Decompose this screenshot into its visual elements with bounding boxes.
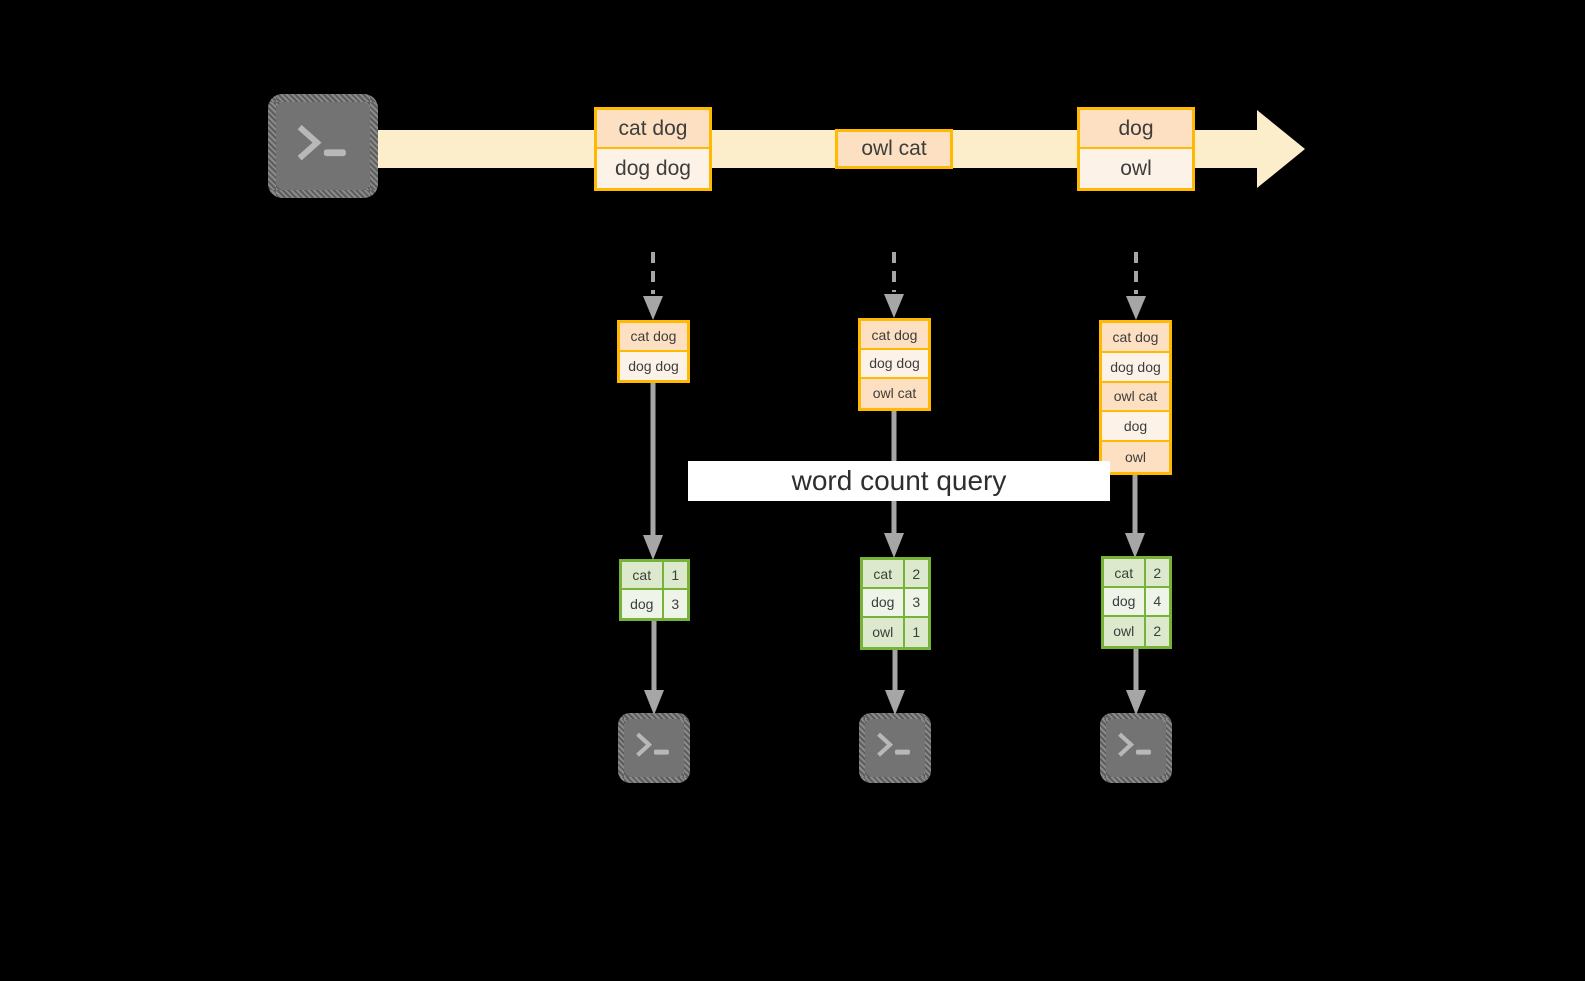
- result-count: 3: [904, 589, 928, 616]
- sink-connector-2: [884, 650, 906, 716]
- result-count: 2: [1145, 559, 1169, 586]
- result-word: cat: [1104, 559, 1146, 586]
- terminal-prompt-glyph: [1118, 732, 1151, 757]
- snapshot-input-1[interactable]: cat dog dog dog: [617, 320, 690, 383]
- terminal-prompt-glyph: [877, 732, 910, 757]
- result-row: cat 2: [863, 560, 928, 589]
- query-connector-1: [642, 383, 664, 561]
- result-row: cat 2: [1104, 559, 1169, 588]
- result-word: cat: [863, 560, 905, 587]
- query-label: word count query: [688, 461, 1110, 501]
- result-count: 2: [904, 560, 928, 587]
- snapshot-input-line: dog dog: [861, 350, 928, 379]
- result-count: 3: [663, 590, 687, 618]
- snapshot-input-3[interactable]: cat dog dog dog owl cat dog owl: [1099, 320, 1172, 475]
- stream-to-input-connector-2: [881, 252, 907, 320]
- result-word: dog: [1104, 588, 1146, 615]
- result-row: owl 1: [863, 617, 928, 647]
- sink-terminal-icon-2[interactable]: [859, 713, 931, 783]
- result-table-3[interactable]: cat 2 dog 4 owl 2: [1101, 556, 1172, 649]
- terminal-prompt-glyph: [636, 732, 669, 757]
- result-count: 1: [904, 617, 928, 647]
- snapshot-input-line: owl: [1102, 442, 1169, 472]
- result-word: dog: [863, 589, 905, 616]
- terminal-screen: [1106, 719, 1166, 777]
- snapshot-input-line: owl cat: [1102, 382, 1169, 413]
- terminal-screen: [624, 719, 684, 777]
- sink-terminal-icon-3[interactable]: [1100, 713, 1172, 783]
- query-connector-3: [1124, 475, 1146, 559]
- sink-connector-3: [1125, 649, 1147, 716]
- result-table-1[interactable]: cat 1 dog 3: [619, 559, 690, 621]
- stream-event-2[interactable]: owl cat: [835, 129, 953, 169]
- snapshot-input-line: dog dog: [1102, 352, 1169, 383]
- source-terminal-icon[interactable]: [268, 94, 378, 198]
- result-word: cat: [622, 562, 664, 588]
- stream-event-line: owl cat: [838, 132, 950, 166]
- result-table-2[interactable]: cat 2 dog 3 owl 1: [860, 557, 931, 650]
- sink-connector-1: [643, 621, 665, 716]
- result-row: dog 3: [622, 590, 687, 618]
- result-count: 2: [1145, 616, 1169, 646]
- stream-arrow-head: [1257, 110, 1305, 188]
- result-word: dog: [622, 590, 664, 618]
- snapshot-input-line: cat dog: [1102, 323, 1169, 353]
- stream-event-3[interactable]: dog owl: [1077, 107, 1195, 191]
- stream-to-input-connector-1: [640, 252, 666, 322]
- terminal-screen: [276, 102, 370, 190]
- result-row: owl 2: [1104, 616, 1169, 646]
- snapshot-input-line: cat dog: [620, 323, 687, 352]
- stream-event-line: dog dog: [597, 149, 709, 188]
- sink-terminal-icon-1[interactable]: [618, 713, 690, 783]
- stream-event-line: cat dog: [597, 110, 709, 149]
- snapshot-input-2[interactable]: cat dog dog dog owl cat: [858, 318, 931, 411]
- result-word: owl: [863, 617, 905, 647]
- snapshot-input-line: dog dog: [620, 351, 687, 380]
- result-count: 1: [663, 562, 687, 588]
- snapshot-input-line: cat dog: [861, 321, 928, 350]
- stream-event-line: owl: [1080, 149, 1192, 188]
- result-row: dog 4: [1104, 588, 1169, 617]
- terminal-screen: [865, 719, 925, 777]
- stream-to-input-connector-3: [1123, 252, 1149, 322]
- stream-event-1[interactable]: cat dog dog dog: [594, 107, 712, 191]
- terminal-prompt-glyph: [297, 124, 346, 161]
- result-row: cat 1: [622, 562, 687, 590]
- result-count: 4: [1145, 588, 1169, 615]
- snapshot-input-line: dog: [1102, 412, 1169, 443]
- result-word: owl: [1104, 616, 1146, 646]
- result-row: dog 3: [863, 589, 928, 618]
- stream-event-line: dog: [1080, 110, 1192, 149]
- snapshot-input-line: owl cat: [861, 378, 928, 408]
